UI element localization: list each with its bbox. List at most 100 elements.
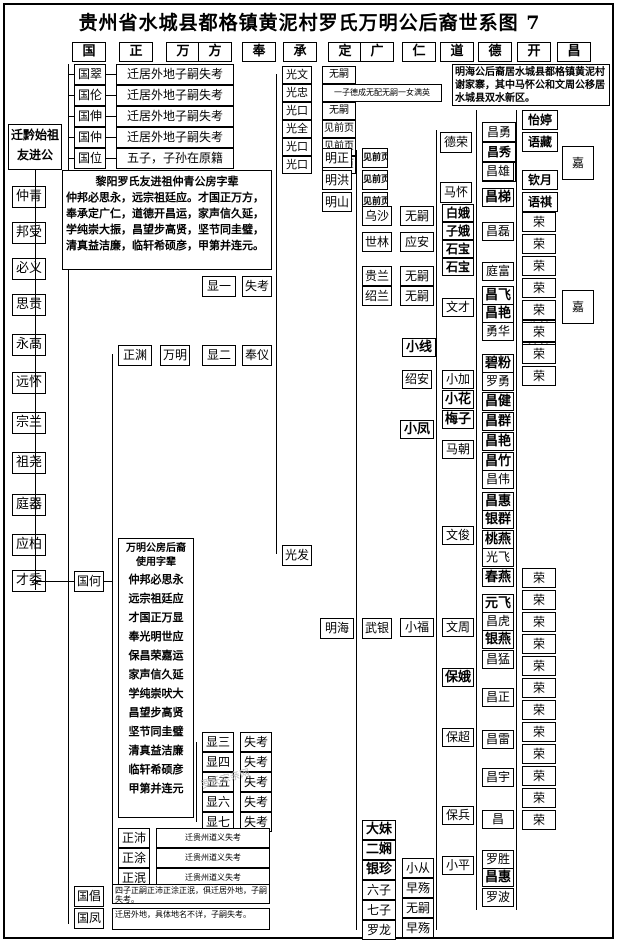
guang-4: 光口 <box>282 138 312 156</box>
poem-2-line-10: 临轩希硕彦 <box>128 763 184 776</box>
generation-6: 定 <box>328 42 362 62</box>
node-changjian: 昌健 <box>482 392 514 411</box>
guo-son-name-2: 国伸 <box>74 106 106 127</box>
zheng-yuan: 正渊 <box>118 345 152 366</box>
poem-2-line-9: 清真益洁廉 <box>128 744 184 757</box>
rong-16: 荣 <box>522 744 556 764</box>
rong-11: 荣 <box>522 634 556 654</box>
bottom-note-3: 早殇 <box>402 918 434 938</box>
founder-box: 迁黔始祖友进公 <box>8 124 62 170</box>
generation-3: 方 <box>198 42 232 62</box>
wenfang-kid-2: 石宝 <box>442 240 474 258</box>
poem-2-line-7: 昌望步高贤 <box>128 706 184 719</box>
feng-yi: 奉仪 <box>242 345 272 366</box>
bottom-ren-4: 七子 <box>362 900 396 920</box>
top-right-note: 明海公后裔居水城县都格镇黄泥村谢家寨，其中马怀公和文周公移居水城县双水新区。 <box>452 64 610 106</box>
bottom-ren-3: 六子 <box>362 880 396 900</box>
rong-17: 荣 <box>522 766 556 786</box>
ren-2: 贵兰 <box>362 266 392 286</box>
node-yinqun: 银群 <box>482 510 514 529</box>
zheng-lower-note-0: 迁贵州道义失考 <box>156 828 270 848</box>
lineage-8: 庭器 <box>12 494 46 516</box>
ming-0: 明正 <box>322 148 352 168</box>
kai-tag-1: 语藏 <box>522 132 558 152</box>
guo-chang: 国倡 <box>74 886 104 907</box>
node-luobo: 罗波 <box>482 888 514 907</box>
bottom-ren-1: 二娴 <box>362 840 396 860</box>
guo-feng-note: 迁居外地，具体地名不详，子嗣失考。 <box>112 908 270 930</box>
node-xiaofu: 小福 <box>400 618 434 637</box>
node-yinyan: 银燕 <box>482 630 514 649</box>
zheng-lower-note-1: 迁贵州道义失考 <box>156 848 270 868</box>
rong-7: 荣 <box>522 366 556 386</box>
lineage-4: 永高 <box>12 334 46 356</box>
ren-1: 世林 <box>362 232 392 252</box>
poem-2-lines: 仲邦必思永远宗祖廷应才国正万显奉光明世应保昌荣嘉运家声信久延学纯崇吠大昌望步高贤… <box>122 570 190 798</box>
guang-2: 光口 <box>282 102 312 120</box>
generation-12: 昌 <box>557 42 591 62</box>
poem-2-line-1: 远宗祖廷应 <box>128 592 184 605</box>
node-yuanfei: 元飞 <box>482 594 514 613</box>
ren-note-2: 无嗣 <box>400 266 434 286</box>
rong-2: 荣 <box>522 256 556 276</box>
xian-lower-3: 显六 <box>202 792 234 812</box>
rong-15: 荣 <box>522 722 556 742</box>
guang-note-0: 无嗣 <box>322 66 356 84</box>
rong-5: 荣 <box>522 322 556 342</box>
rong-14: 荣 <box>522 700 556 720</box>
guo-son-note-3: 迁居外地子嗣失考 <box>116 127 234 148</box>
kai-0: 昌勇 <box>482 122 516 142</box>
ren-0: 乌沙 <box>362 206 392 226</box>
lineage-0: 仲青 <box>12 186 46 208</box>
poem-2-title: 万明公房后裔使用字辈 <box>126 543 186 568</box>
guang-note-1: 一子德成无配无嗣一女满英 <box>322 84 442 102</box>
guang-1: 光忠 <box>282 84 312 102</box>
rong-19: 荣 <box>522 810 556 830</box>
wenfang-kid-0: 白娥 <box>442 204 474 222</box>
poem-1-text: 仲邦必思永，远宗祖廷应。才国正万方，奉承定广仁，道德开昌运，家声信久延，学纯崇大… <box>66 191 264 252</box>
node-changhui2: 昌惠 <box>482 492 514 511</box>
bottom-ren-5: 罗龙 <box>362 920 396 940</box>
bottom-ren-2: 银珍 <box>362 860 396 880</box>
node-xiaohua: 小花 <box>442 390 474 409</box>
generation-9: 道 <box>440 42 474 62</box>
bottom-note-2: 无嗣 <box>402 898 434 918</box>
node-wencai: 文才 <box>442 298 474 317</box>
rong-6: 荣 <box>522 344 556 364</box>
guo-son-note-4: 五子，子孙在原籍 <box>116 148 234 169</box>
xian-lower-2: 显五 <box>202 772 234 792</box>
ming-hai: 明海 <box>320 618 354 639</box>
guang-0: 光文 <box>282 66 312 84</box>
node-bifen: 碧粉 <box>482 354 514 373</box>
jia-2: 嘉 <box>562 290 594 324</box>
rong-4: 荣 <box>522 300 556 320</box>
node-chunyan: 春燕 <box>482 568 514 587</box>
node-taoyan: 桃燕 <box>482 530 514 549</box>
rong-10: 荣 <box>522 612 556 632</box>
generation-5: 承 <box>283 42 317 62</box>
node-wenjun: 文俊 <box>442 526 474 545</box>
lineage-5: 远怀 <box>12 372 46 394</box>
node-baoti: 保超 <box>442 728 474 747</box>
rong-12: 荣 <box>522 656 556 676</box>
xian-2: 显二 <box>202 345 236 366</box>
generation-2: 万 <box>166 42 200 62</box>
guo-he: 国何 <box>74 571 104 592</box>
generation-10: 德 <box>478 42 512 62</box>
zheng-lower-1: 正涂 <box>118 848 150 868</box>
page-frame <box>3 3 614 939</box>
node-baoe: 保娥 <box>442 668 474 687</box>
node-changyan: 昌艳 <box>482 304 514 323</box>
node-changyu: 昌宇 <box>482 768 514 787</box>
kai-1: 昌秀 <box>482 142 516 162</box>
zheng-lower-0: 正沛 <box>118 828 150 848</box>
poem-2-line-5: 家声信久延 <box>128 668 184 681</box>
xian-1-note: 失考 <box>242 276 272 297</box>
generation-1: 正 <box>119 42 153 62</box>
node-machao: 马朝 <box>442 440 474 459</box>
node-yonghua: 勇华 <box>482 322 514 341</box>
lineage-2: 必义 <box>12 258 46 280</box>
zheng-lower-2: 正泯 <box>118 868 150 888</box>
dao-1: 马怀 <box>440 182 472 203</box>
poem-zibei-1: 黎阳罗氏友进祖仲青公房字辈 仲邦必思永，远宗祖廷应。才国正万方，奉承定广仁，道德… <box>62 170 272 270</box>
